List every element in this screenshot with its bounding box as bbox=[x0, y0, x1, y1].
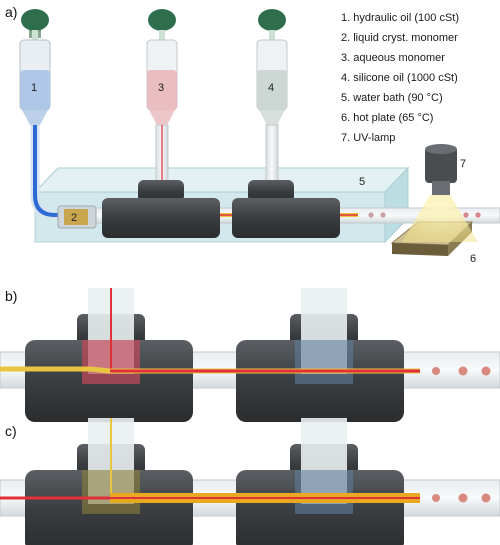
syringe-3 bbox=[146, 9, 178, 125]
syringe-4-marker: 4 bbox=[268, 82, 274, 94]
pump-2-marker: 2 bbox=[71, 212, 77, 224]
legend-item-6: 6. hot plate (65 °C) bbox=[341, 112, 433, 124]
legend-item-1: 1. hydraulic oil (100 cSt) bbox=[341, 12, 459, 24]
droplets-a bbox=[368, 212, 481, 218]
t-junction-2 bbox=[232, 180, 340, 238]
legend-item-2: 2. liquid cryst. monomer bbox=[341, 32, 458, 44]
legend-item-7: 7. UV-lamp bbox=[341, 132, 395, 144]
panel-b-junctions bbox=[0, 288, 500, 422]
panel-label-b: b) bbox=[5, 288, 17, 304]
uv-lamp bbox=[402, 144, 478, 242]
syringe-1 bbox=[19, 9, 51, 125]
panel-c-junctions bbox=[0, 418, 500, 545]
water-bath bbox=[33, 166, 410, 244]
plunger-cap bbox=[21, 9, 49, 31]
syringe-3-marker: 3 bbox=[158, 82, 164, 94]
panel-label-a: a) bbox=[5, 4, 17, 20]
legend-item-4: 4. silicone oil (1000 cSt) bbox=[341, 72, 458, 84]
bath-marker: 5 bbox=[359, 176, 365, 188]
legend-item-3: 3. aqueous monomer bbox=[341, 52, 445, 64]
hydraulic-oil-line bbox=[33, 125, 72, 217]
lamp-marker: 7 bbox=[460, 158, 466, 170]
t-junction-1 bbox=[102, 180, 220, 238]
syringe-4 bbox=[256, 9, 288, 125]
tube-syringe-4 bbox=[265, 124, 279, 186]
panel-label-c: c) bbox=[5, 423, 17, 439]
syringe-1-marker: 1 bbox=[31, 82, 37, 94]
plunger-cap bbox=[258, 9, 286, 31]
plunger-cap bbox=[148, 9, 176, 31]
lc-monomer-reservoir bbox=[57, 205, 97, 229]
legend-item-5: 5. water bath (90 °C) bbox=[341, 92, 443, 104]
hotplate-marker: 6 bbox=[470, 253, 476, 265]
legend: 1. hydraulic oil (100 cSt) 2. liquid cry… bbox=[341, 12, 459, 144]
